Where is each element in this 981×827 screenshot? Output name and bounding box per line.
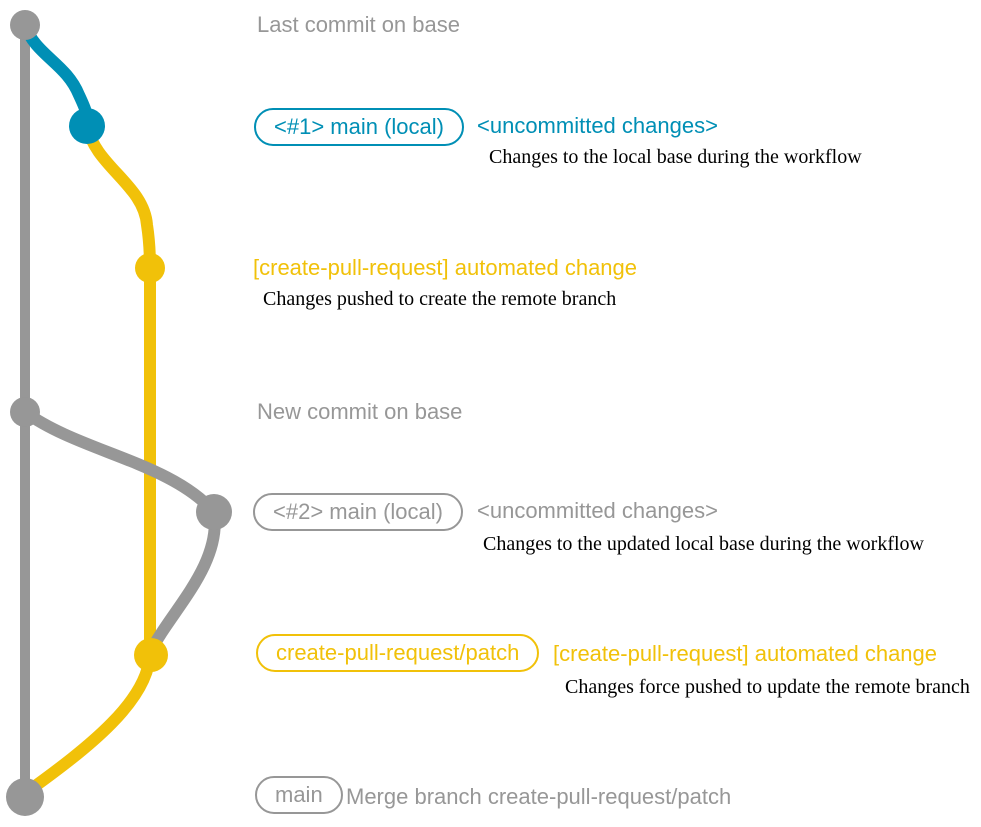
commit-message-automated-change-2: [create-pull-request] automated change [553, 641, 938, 666]
commit-message-automated-change-1: [create-pull-request] automated change [253, 255, 638, 280]
commit-dot-uncommitted-2 [196, 494, 232, 530]
commit-dot-automated-change-2 [134, 638, 168, 672]
commit-annotation-automated-change-2: Changes force pushed to update the remot… [565, 676, 970, 698]
commit-annotation-automated-change-1: Changes pushed to create the remote bran… [263, 288, 617, 310]
main-local-2-branch-curve [21, 407, 221, 654]
commit-annotation-uncommitted-2: Changes to the updated local base during… [483, 533, 924, 555]
commit-dot-automated-change-1 [135, 253, 165, 283]
commit-dot-uncommitted-1 [69, 108, 105, 144]
branch-tag-main-local-1: <#1> main (local) [254, 108, 464, 146]
commit-message-new-commit-on-base: New commit on base [257, 399, 463, 424]
commit-graph [6, 10, 232, 816]
commit-dot-new-commit-on-base [10, 397, 40, 427]
branch-tag-create-pull-request-patch: create-pull-request/patch [256, 634, 540, 672]
commit-dot-merge [6, 778, 44, 816]
branch-tag-main-local-2: <#2> main (local) [253, 493, 463, 531]
branch-tag-main: main [255, 776, 343, 814]
commit-dot-last-commit-on-base [10, 10, 40, 40]
commit-message-uncommitted-2: <uncommitted changes> [477, 498, 718, 523]
commit-message-merge: Merge branch create-pull-request/patch [346, 784, 732, 809]
commit-message-last-commit-on-base: Last commit on base [257, 12, 460, 37]
commit-annotation-uncommitted-1: Changes to the local base during the wor… [489, 146, 862, 168]
commit-message-uncommitted-1: <uncommitted changes> [477, 113, 718, 138]
